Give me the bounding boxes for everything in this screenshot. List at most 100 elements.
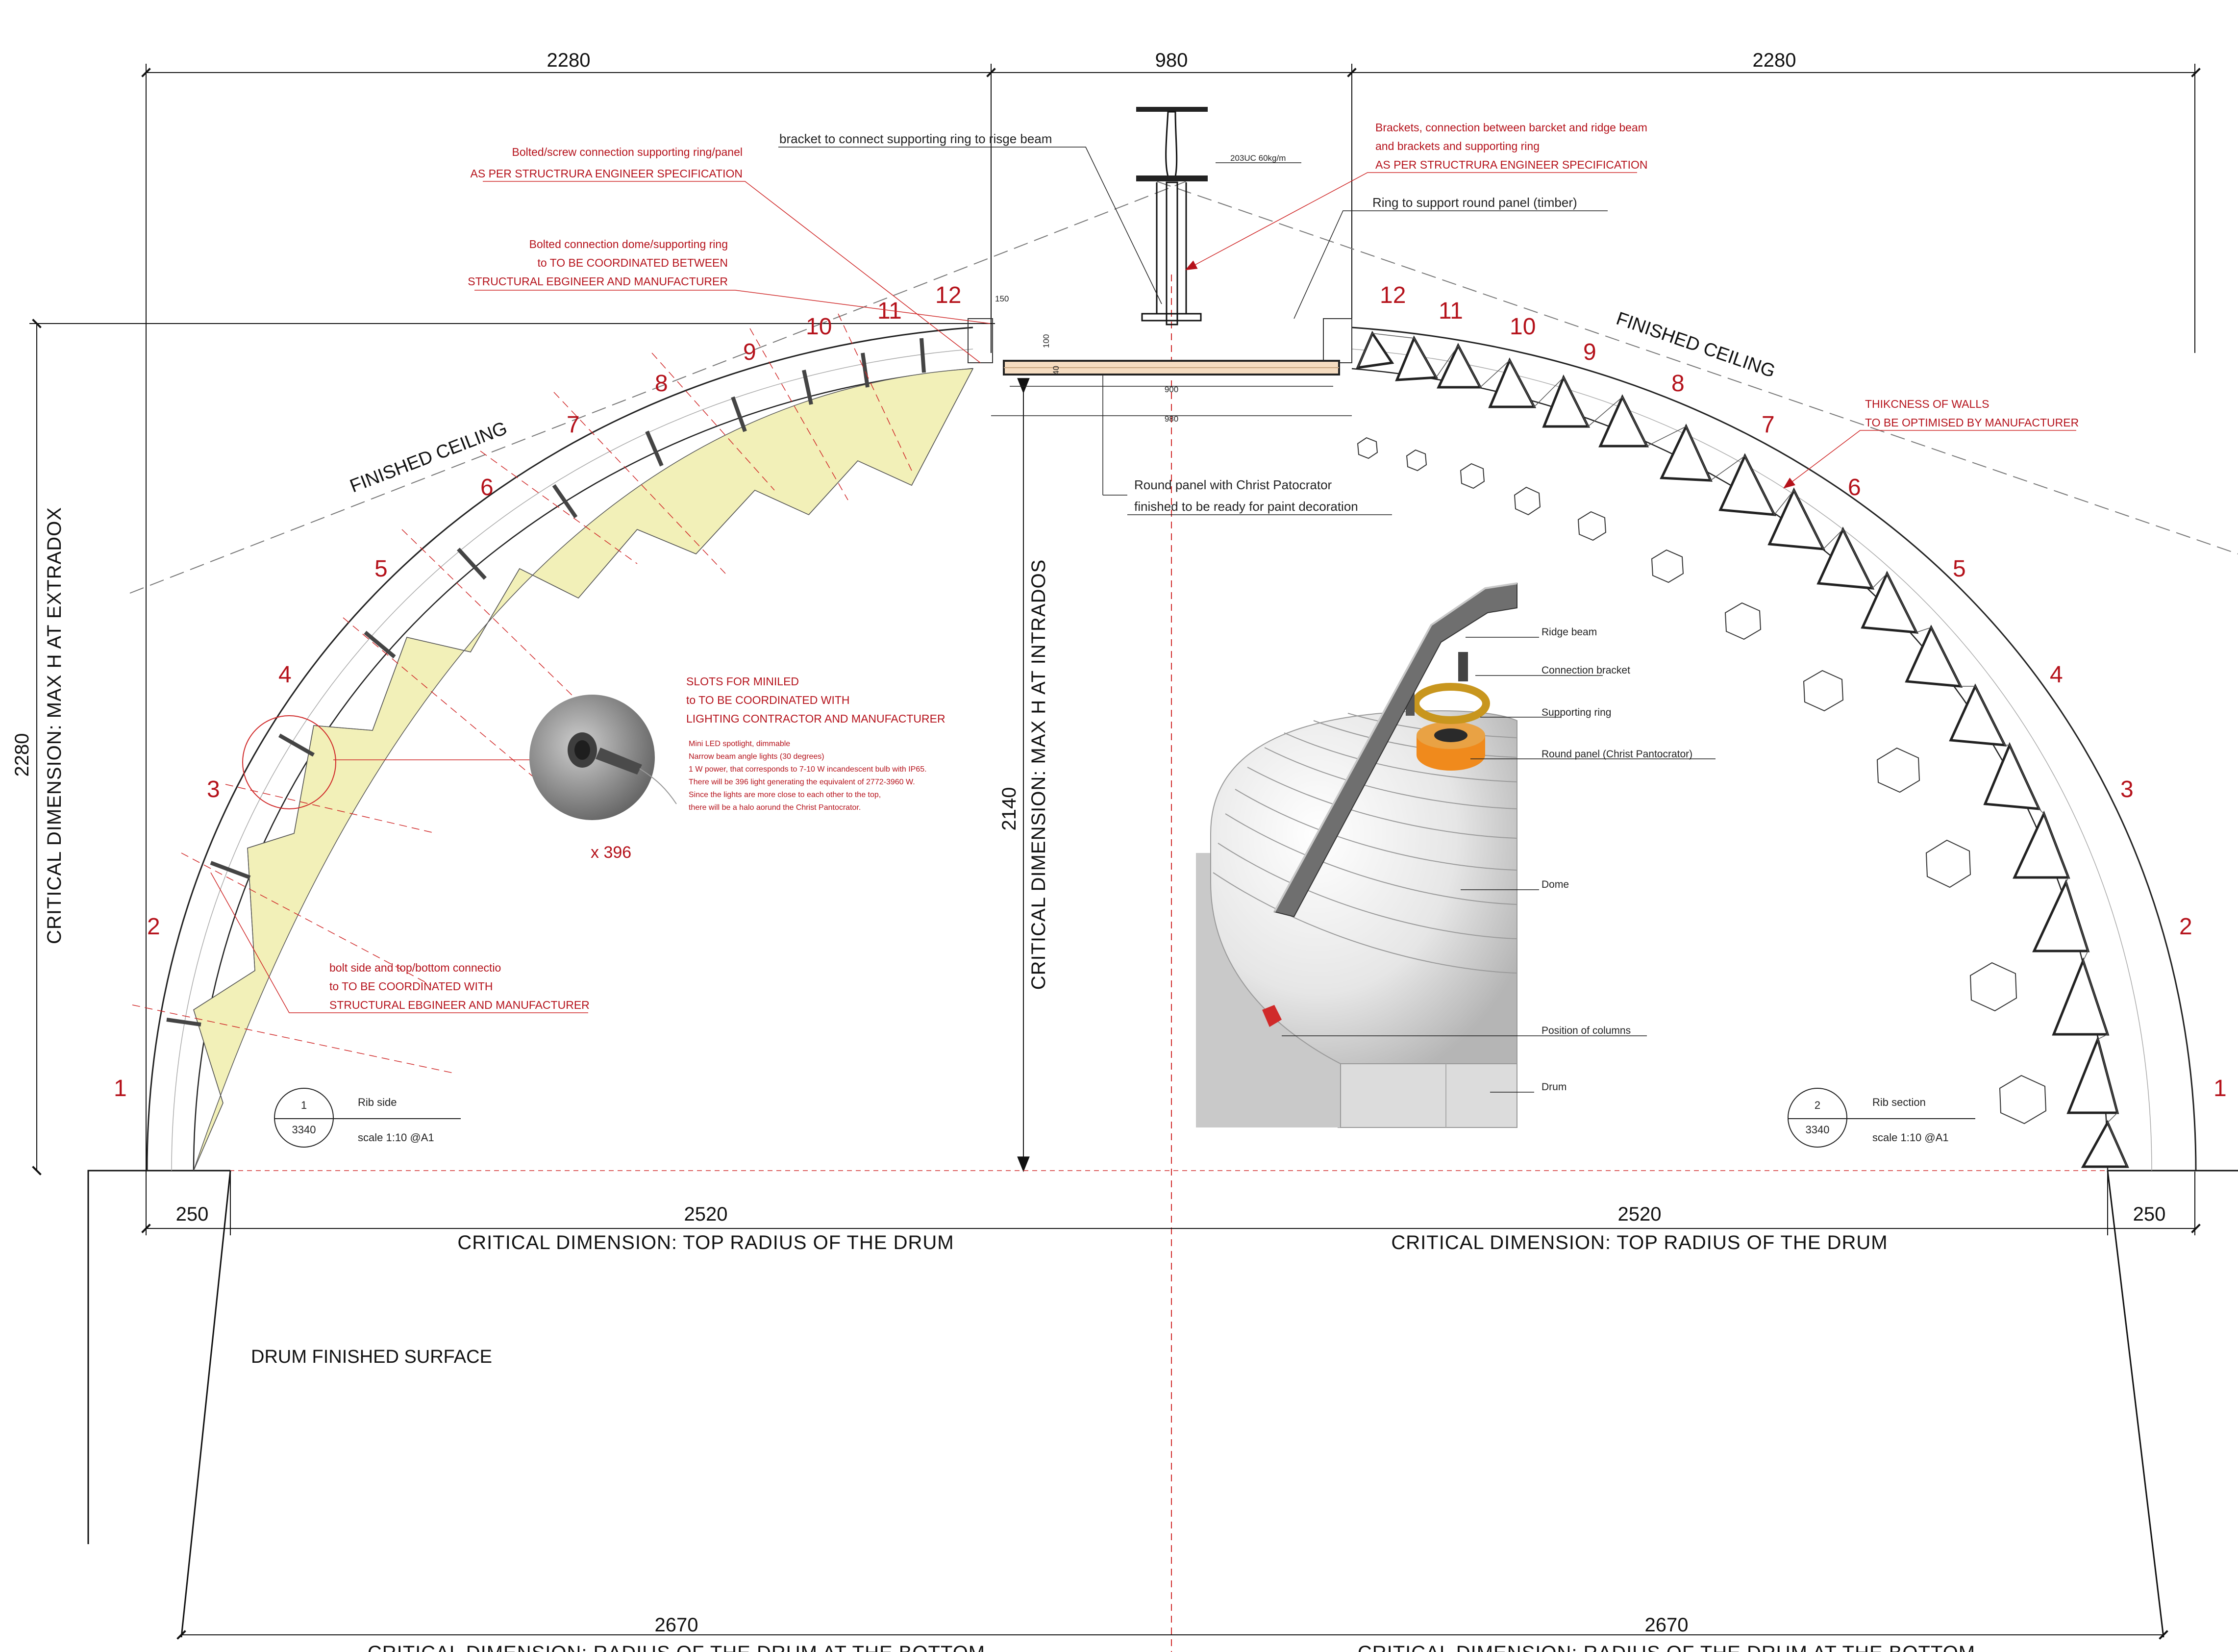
rib-num-right-1: 1	[2213, 1076, 2227, 1101]
rib-num-left-6: 6	[480, 475, 494, 501]
svg-text:LIGHTING CONTRACTOR AND MANUFA: LIGHTING CONTRACTOR AND MANUFACTURER	[686, 712, 945, 725]
dim-left-height: 2280	[11, 733, 33, 777]
svg-text:THIKCNESS OF WALLS: THIKCNESS OF WALLS	[1865, 398, 1989, 410]
svg-text:STRUCTURAL EBGINEER AND MANUFA: STRUCTURAL EBGINEER AND MANUFACTURER	[468, 275, 728, 288]
svg-text:Brackets, connection between b: Brackets, connection between barcket and…	[1375, 121, 1647, 134]
callout-ridge-beam: Ridge beam	[1542, 626, 1597, 638]
dim-150: 150	[995, 294, 1009, 303]
svg-text:TO BE OPTIMISED BY MANUFACTURE: TO BE OPTIMISED BY MANUFACTURER	[1865, 416, 2079, 429]
ring-note: Ring to support round panel (timber)	[1372, 195, 1577, 210]
title-block-1: 1 3340 Rib side scale 1:10 @A1	[274, 1088, 461, 1148]
dim-bottom-left: 2520	[684, 1203, 728, 1225]
callout-drum: Drum	[1542, 1081, 1567, 1093]
beam-spec: 203UC 60kg/m	[1230, 153, 1286, 163]
callout-columns: Position of columns	[1542, 1025, 1631, 1036]
note-bolt-side: bolt side and top/bottom connectio to TO…	[210, 872, 590, 1013]
callout-supporting-ring: Supporting ring	[1542, 707, 1611, 718]
critical-bottom-radius-left: CRITICAL DIMENSION: RADIUS OF THE DRUM A…	[368, 1642, 985, 1652]
drum-top-edge	[87, 1170, 230, 1544]
svg-text:to TO BE COORDINATED WITH: to TO BE COORDINATED WITH	[686, 694, 850, 706]
critical-top-radius-left: CRITICAL DIMENSION: TOP RADIUS OF THE DR…	[457, 1232, 954, 1253]
critical-intrados: CRITICAL DIMENSION: MAX H AT INTRADOS	[1028, 559, 1049, 990]
dim-panel-900: 900	[1165, 385, 1178, 394]
rib-right	[1323, 318, 2197, 1171]
ridge-beam-section	[1136, 107, 1208, 325]
svg-text:1 W power, that corresponds to: 1 W power, that corresponds to 7-10 W in…	[689, 765, 927, 774]
bottom-dimension-lines	[141, 1172, 2201, 1640]
vertical-dimension-lines	[29, 319, 1030, 1176]
note-brackets: Brackets, connection between barcket and…	[1185, 121, 1647, 271]
rib-num-left-3: 3	[207, 776, 220, 802]
svg-text:Since the lights are more clos: Since the lights are more close to each …	[689, 791, 881, 799]
rib-num-left-9: 9	[743, 339, 756, 365]
drum-finished-surface: DRUM FINISHED SURFACE	[251, 1347, 492, 1367]
rib-num-left-5: 5	[374, 556, 388, 582]
bracket-note: bracket to connect supporting ring to ri…	[779, 131, 1052, 146]
title-block-2: 2 3340 Rib section scale 1:10 @A1	[1788, 1088, 1975, 1148]
note-bolted-dome: Bolted connection dome/supporting ring t…	[468, 238, 991, 324]
led-detail-circle	[242, 715, 336, 809]
svg-text:and brackets and supporting ri: and brackets and supporting ring	[1375, 140, 1540, 152]
svg-text:3340: 3340	[1806, 1124, 1830, 1136]
rib-num-right-3: 3	[2120, 776, 2134, 802]
rib-num-left-1: 1	[114, 1076, 127, 1101]
rib-num-right-4: 4	[2050, 662, 2063, 688]
callout-dome: Dome	[1542, 879, 1569, 890]
dim-top-left: 2280	[547, 50, 591, 71]
rib-num-right-10: 10	[1510, 314, 1536, 340]
svg-text:scale 1:10 @A1: scale 1:10 @A1	[358, 1131, 434, 1144]
svg-text:AS PER STRUCTRURA ENGINEER SPE: AS PER STRUCTRURA ENGINEER SPECIFICATION	[471, 167, 743, 180]
rib-num-right-11: 11	[1439, 298, 1463, 324]
rib-num-right-12: 12	[1380, 282, 1406, 308]
render-callouts	[1282, 637, 1716, 1093]
dim-center-height: 2140	[998, 787, 1020, 831]
dim-panel-980: 980	[1165, 414, 1178, 424]
rib-num-right-9: 9	[1583, 339, 1596, 365]
rib-num-left-12: 12	[935, 282, 961, 308]
led-spotlight-icon	[529, 695, 677, 820]
round-panel-note-1: Round panel with Christ Patocrator	[1134, 477, 1332, 492]
svg-text:There will be 396 light genera: There will be 396 light generating the e…	[689, 778, 915, 786]
svg-text:bolt side and top/bottom conne: bolt side and top/bottom connectio	[329, 961, 501, 974]
svg-text:Narrow beam angle lights (30 d: Narrow beam angle lights (30 degrees)	[689, 752, 824, 761]
critical-bottom-radius-right: CRITICAL DIMENSION: RADIUS OF THE DRUM A…	[1358, 1642, 1975, 1652]
rib-num-left-8: 8	[655, 371, 668, 397]
note-bolted-screw: Bolted/screw connection supporting ring/…	[471, 146, 981, 363]
rib-num-right-2: 2	[2179, 914, 2192, 940]
callout-connection-bracket: Connection bracket	[1542, 665, 1630, 676]
dim-100: 100	[1042, 334, 1051, 348]
svg-text:scale 1:10 @A1: scale 1:10 @A1	[1872, 1131, 1949, 1144]
svg-text:1: 1	[301, 1099, 307, 1111]
dome-render-inset	[1196, 582, 1517, 1128]
dim-drum-bottom-right: 2670	[1645, 1614, 1689, 1636]
top-dimension-lines	[141, 64, 2201, 1172]
dim-top-right: 2280	[1753, 50, 1796, 71]
finished-ceiling-lines	[129, 181, 2238, 594]
svg-text:Bolted connection dome/support: Bolted connection dome/supporting ring	[529, 238, 728, 250]
led-multiplier: x 396	[591, 843, 631, 862]
svg-text:Mini LED spotlight, dimmable: Mini LED spotlight, dimmable	[689, 740, 790, 748]
rib-num-left-4: 4	[278, 662, 292, 688]
rib-left	[132, 313, 993, 1171]
dim-bottom-right: 2520	[1618, 1203, 1662, 1225]
rib-numbers-right: 1 2 3 4 5 6 7 8 9 10 11 12	[1380, 282, 2227, 1101]
svg-text:to TO BE COORDINATED WITH: to TO BE COORDINATED WITH	[329, 980, 493, 993]
rib-num-left-10: 10	[806, 314, 832, 340]
svg-text:SLOTS FOR MINILED: SLOTS FOR MINILED	[686, 675, 799, 688]
rib-num-right-7: 7	[1762, 412, 1775, 438]
rib-num-right-6: 6	[1848, 475, 1861, 501]
rib-numbers-left: 1 2 3 4 5 6 7 8 9 10 11 12	[114, 282, 961, 1101]
rib-section-hexagons	[1357, 437, 2047, 1125]
svg-text:Rib section: Rib section	[1872, 1096, 1926, 1108]
svg-text:AS PER STRUCTRURA ENGINEER SPE: AS PER STRUCTRURA ENGINEER SPECIFICATION	[1375, 158, 1647, 171]
callout-round-panel: Round panel (Christ Pantocrator)	[1542, 749, 1692, 760]
dim-top-center: 980	[1155, 50, 1188, 71]
critical-top-radius-right: CRITICAL DIMENSION: TOP RADIUS OF THE DR…	[1391, 1232, 1888, 1253]
rib-num-left-2: 2	[147, 914, 160, 940]
svg-text:to TO BE COORDINATED BETWEEN: to TO BE COORDINATED BETWEEN	[537, 256, 728, 269]
round-panel-section	[991, 360, 1352, 496]
note-slots: SLOTS FOR MINILED to TO BE COORDINATED W…	[686, 675, 945, 812]
rib-num-left-11: 11	[877, 298, 902, 324]
note-thickness: THIKCNESS OF WALLS TO BE OPTIMISED BY MA…	[1783, 398, 2079, 489]
svg-text:Rib side: Rib side	[358, 1096, 397, 1108]
